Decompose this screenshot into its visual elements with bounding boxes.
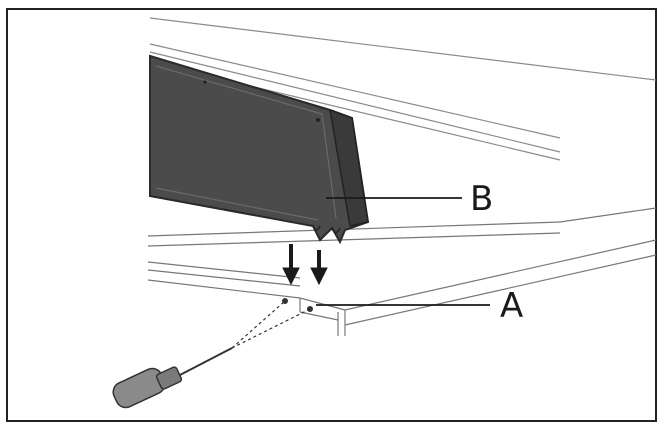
down-arrows	[282, 244, 328, 286]
guide-lines	[231, 300, 311, 349]
base-surface	[147, 207, 657, 336]
callout-lines	[316, 197, 490, 306]
panel-b	[149, 54, 370, 245]
surface-lines	[149, 17, 657, 161]
screwdriver-icon	[112, 347, 233, 409]
label-b: B	[470, 179, 494, 219]
label-a: A	[500, 286, 524, 326]
